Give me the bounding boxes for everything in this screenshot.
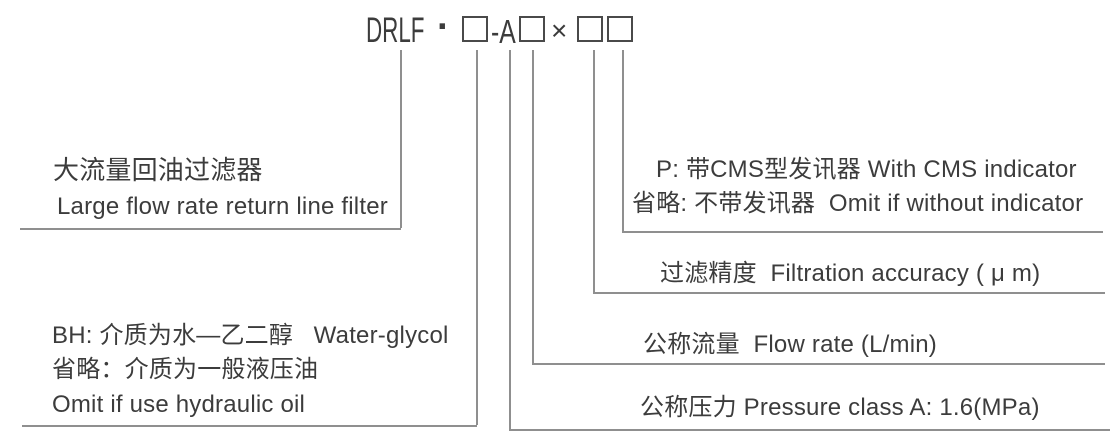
leader-line-v-accuracy — [593, 50, 595, 292]
callout-medium-line1: BH: 介质为水—乙二醇 Water-glycol — [52, 322, 449, 349]
model-box-accuracy — [577, 16, 603, 42]
interpunct-text: · — [437, 6, 450, 48]
model-box-medium — [462, 16, 488, 42]
callout-filtration-accuracy: 过滤精度 Filtration accuracy ( μ m) — [660, 260, 1041, 287]
leader-line-h-filter-name — [20, 228, 401, 230]
multiply-sign: × — [551, 15, 568, 46]
leader-line-v-indicator — [622, 50, 624, 231]
leader-line-v-medium — [476, 50, 478, 425]
leader-line-v-flow — [532, 50, 534, 363]
callout-indicator-line1: P: 带CMS型发讯器 With CMS indicator — [656, 156, 1077, 183]
leader-line-h-indicator — [622, 231, 1103, 233]
callout-flow-rate: 公称流量 Flow rate (L/min) — [643, 331, 937, 358]
pressure-class-code-text: -A — [491, 13, 516, 50]
callout-filter-name-en: Large flow rate return line filter — [57, 193, 388, 220]
model-box-flow — [519, 16, 545, 42]
callout-medium-line3: Omit if use hydraulic oil — [52, 391, 306, 418]
model-box-indicator — [607, 16, 633, 42]
leader-line-v-pressure — [509, 50, 511, 429]
leader-line-v-filter-name — [400, 50, 402, 228]
callout-medium-line2: 省略：介质为一般液压油 — [52, 356, 319, 383]
leader-line-h-flow — [532, 363, 1105, 365]
callout-filter-name-zh: 大流量回油过滤器 — [53, 155, 263, 185]
leader-line-h-accuracy — [593, 292, 1105, 294]
leader-line-h-medium — [22, 425, 477, 427]
leader-line-h-pressure — [509, 429, 1110, 431]
callout-pressure-class: 公称压力 Pressure class A: 1.6(MPa) — [640, 394, 1040, 421]
callout-indicator-line2: 省略: 不带发讯器 Omit if without indicator — [632, 190, 1084, 217]
model-prefix-text: DRLF — [366, 11, 425, 50]
